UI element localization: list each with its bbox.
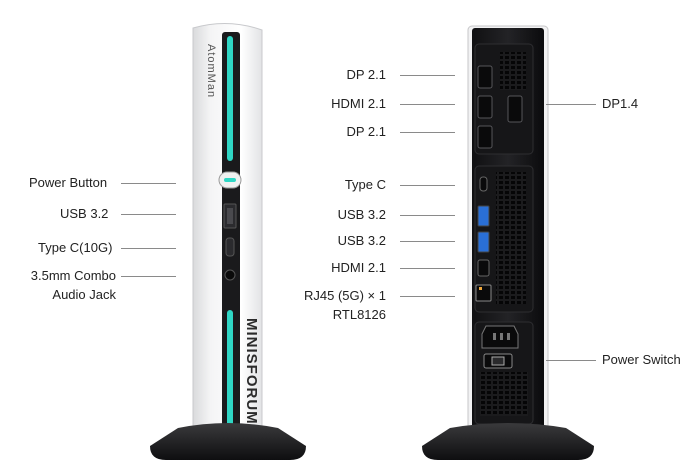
power-led	[224, 178, 236, 182]
vent-middle	[496, 172, 526, 304]
leader-dp14	[546, 104, 596, 105]
light-bar-top	[227, 36, 233, 161]
brand-logo-minisforum: MINISFORUM	[243, 318, 260, 425]
label-rj45-line1: RJ45 (5G) × 1	[303, 288, 386, 303]
rear-stand	[422, 423, 594, 460]
brand-text-atomman: AtomMan	[205, 44, 217, 99]
leader-usb32-rear-a	[400, 215, 455, 216]
label-audio-jack-line1: 3.5mm Combo	[30, 268, 116, 283]
front-center-strip	[222, 32, 240, 440]
leader-audio-jack	[121, 276, 176, 277]
rj45-led	[479, 287, 482, 290]
hdmi21-port-lower	[477, 259, 490, 277]
vent-bottom	[480, 372, 528, 416]
leader-hdmi21-lower	[400, 268, 455, 269]
label-hdmi21-lower: HDMI 2.1	[331, 260, 386, 275]
leader-rj45	[400, 296, 455, 297]
front-device	[150, 22, 306, 460]
audio-jack-front	[224, 269, 236, 281]
label-typec-rear: Type C	[344, 177, 386, 192]
label-usb32-rear-a: USB 3.2	[337, 207, 386, 222]
usb-port-tongue	[227, 208, 233, 224]
dp21-port-second	[477, 125, 493, 149]
leader-power-button	[121, 183, 176, 184]
usb32-port-rear-a	[477, 205, 490, 227]
usb32-port-rear-b	[477, 231, 490, 253]
dp21-port-top	[477, 65, 493, 89]
typec-port-front	[225, 237, 235, 257]
label-typec-10g: Type C(10G)	[38, 240, 113, 255]
vent-top	[500, 52, 526, 90]
label-dp14: DP1.4	[602, 96, 639, 111]
rj45-port	[475, 284, 492, 302]
leader-power-switch	[546, 360, 596, 361]
leader-typec-10g	[121, 248, 176, 249]
label-power-button: Power Button	[29, 175, 108, 190]
label-audio-jack-line2: Audio Jack	[52, 287, 116, 302]
light-bar-bottom	[227, 310, 233, 430]
hdmi21-port-top	[477, 95, 493, 119]
leader-dp21-second	[400, 132, 455, 133]
leader-dp21-top	[400, 75, 455, 76]
leader-typec-rear	[400, 185, 455, 186]
rear-device	[422, 25, 594, 460]
label-usb32-rear-b: USB 3.2	[337, 233, 386, 248]
dp14-port	[507, 95, 523, 123]
label-dp21-second: DP 2.1	[346, 124, 386, 139]
label-hdmi21-top: HDMI 2.1	[331, 96, 386, 111]
front-stand	[150, 423, 306, 460]
leader-usb32-rear-b	[400, 241, 455, 242]
label-dp21-top: DP 2.1	[346, 67, 386, 82]
label-power-switch: Power Switch	[602, 352, 681, 367]
leader-usb32-front	[121, 214, 176, 215]
leader-hdmi21-top	[400, 104, 455, 105]
label-rj45-line2: RTL8126	[332, 307, 386, 322]
label-usb32-front: USB 3.2	[60, 206, 109, 221]
typec-port-rear	[479, 176, 488, 192]
